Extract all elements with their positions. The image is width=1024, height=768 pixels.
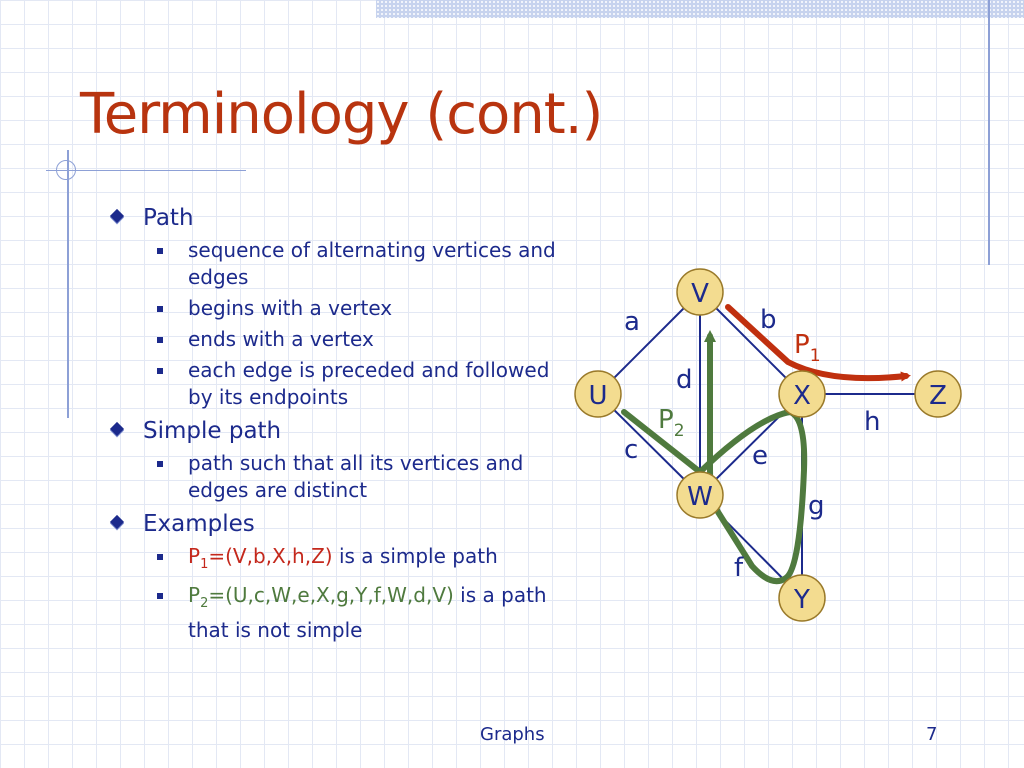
square-bullet-icon [157, 248, 163, 254]
vertex-label: X [793, 381, 811, 411]
title-underline [46, 170, 246, 171]
edge-a [597, 291, 701, 395]
sub-bullet: sequence of alternating vertices and edg… [108, 237, 558, 291]
vertex-y: Y [778, 574, 826, 622]
square-bullet-icon [157, 593, 163, 599]
decor-circle [56, 160, 76, 180]
vertex-label: Y [793, 585, 810, 615]
path-p1 [725, 304, 911, 382]
top-decor-bar [376, 0, 1024, 18]
sub-bullet: each edge is preceded and followed by it… [108, 357, 558, 411]
sub-bullet-text: sequence of alternating vertices and edg… [188, 238, 556, 289]
example-p2-sub: 2 [200, 596, 209, 611]
sub-bullet: ends with a vertex [108, 326, 558, 353]
example-p1-seq: =(V,b,X,h,Z) [208, 544, 333, 568]
vertex-u: U [574, 370, 622, 418]
bullet-label: Examples [143, 511, 255, 537]
page-number: 7 [926, 724, 938, 745]
vertex-v: V [676, 268, 724, 316]
bullet-list: Path sequence of alternating vertices an… [108, 200, 558, 648]
bullet-simple-path: Simple path [108, 415, 558, 447]
right-decor-line [988, 0, 990, 265]
square-bullet-icon [157, 461, 163, 467]
path-p2 [621, 330, 808, 584]
example-p2-seq: =(U,c,W,e,X,g,Y,f,W,d,V) [208, 583, 454, 607]
sub-bullet: path such that all its vertices and edge… [108, 450, 558, 504]
bullet-label: Simple path [143, 418, 282, 444]
sub-bullet-text: each edge is preceded and followed by it… [188, 358, 550, 409]
example-p1-rest: is a simple path [332, 544, 498, 568]
bullet-path: Path [108, 202, 558, 234]
square-bullet-icon [157, 337, 163, 343]
example-p2: P2=(U,c,W,e,X,g,Y,f,W,d,V) is a path tha… [108, 582, 558, 644]
path-label-p1: P1 [794, 330, 821, 366]
left-decor-line [67, 150, 69, 418]
edge-label-c: c [624, 435, 638, 465]
diamond-bullet-icon [109, 514, 125, 530]
bullet-examples: Examples [108, 508, 558, 540]
vertex-label: V [691, 279, 709, 309]
vertex-w: W [676, 471, 724, 519]
square-bullet-icon [157, 368, 163, 374]
edge-label-d: d [676, 365, 693, 395]
example-p1-name: P [188, 544, 201, 568]
edge-label-a: a [624, 307, 640, 337]
path-label-p2: P2 [658, 405, 685, 441]
sub-bullet-text: path such that all its vertices and edge… [188, 451, 524, 502]
diamond-bullet-icon [109, 421, 125, 437]
vertex-z: Z [914, 370, 962, 418]
vertex-label: W [687, 482, 713, 512]
square-bullet-icon [157, 554, 163, 560]
vertex-x: X [778, 370, 826, 418]
edge-label-f: f [734, 553, 744, 583]
edge-c [597, 393, 701, 496]
example-p2-name: P [188, 583, 201, 607]
example-p1-sub: 1 [200, 557, 209, 572]
graph-diagram: V U X Z W Y a b c d e f g h P1 P2 [574, 268, 962, 622]
footer-label: Graphs [480, 724, 545, 745]
example-p1: P1=(V,b,X,h,Z) is a simple path [108, 543, 558, 578]
vertex-label: U [588, 381, 607, 411]
edge-label-g: g [808, 491, 825, 521]
diamond-bullet-icon [109, 208, 125, 224]
bullet-label: Path [143, 205, 194, 231]
vertex-label: Z [929, 381, 947, 411]
sub-bullet-text: ends with a vertex [188, 327, 374, 351]
edge-label-h: h [864, 407, 880, 437]
edge-label-e: e [752, 441, 768, 471]
square-bullet-icon [157, 306, 163, 312]
edge-label-b: b [760, 305, 777, 335]
sub-bullet-text: begins with a vertex [188, 296, 393, 320]
example-p2-rest: is a path that is not simple [188, 583, 547, 642]
edge-b [699, 291, 803, 395]
sub-bullet: begins with a vertex [108, 295, 558, 322]
slide-title: Terminology (cont.) [80, 82, 603, 147]
